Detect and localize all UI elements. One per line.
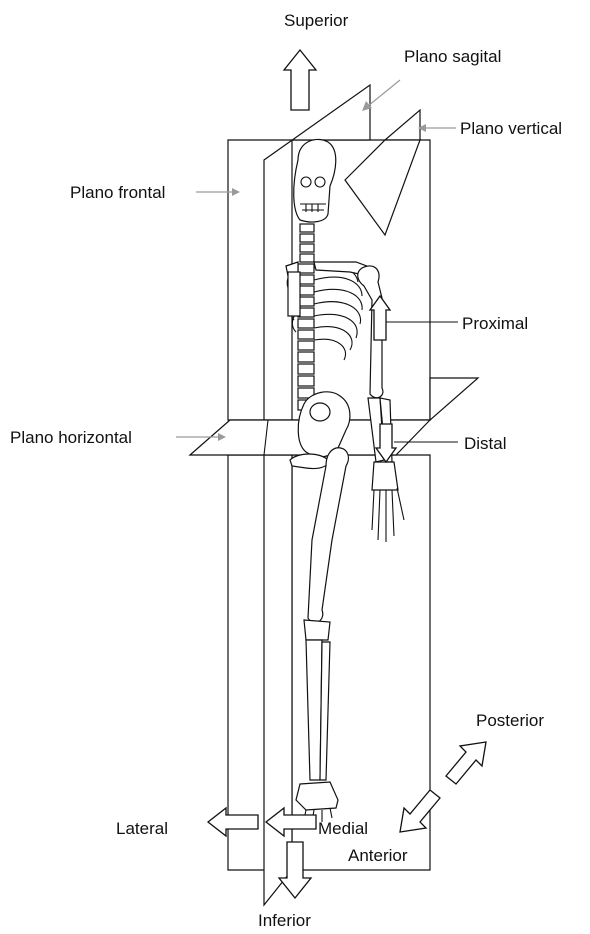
leader-plano-horizontal [176,433,226,441]
label-distal: Distal [464,434,507,453]
label-medial: Medial [318,819,368,838]
label-posterior: Posterior [476,711,544,730]
superior-arrow-icon [284,50,316,110]
posterior-arrow-icon [446,742,486,784]
label-plano-horizontal: Plano horizontal [10,428,132,447]
label-plano-frontal: Plano frontal [70,183,165,202]
label-inferior: Inferior [258,911,311,930]
label-proximal: Proximal [462,314,528,333]
leader-plano-vertical [418,124,456,132]
label-anterior: Anterior [348,846,408,865]
label-superior: Superior [284,11,349,30]
label-lateral: Lateral [116,819,168,838]
label-plano-sagital: Plano sagital [404,47,501,66]
label-plano-vertical: Plano vertical [460,119,562,138]
spine [298,224,314,410]
leader-plano-frontal [196,188,240,196]
